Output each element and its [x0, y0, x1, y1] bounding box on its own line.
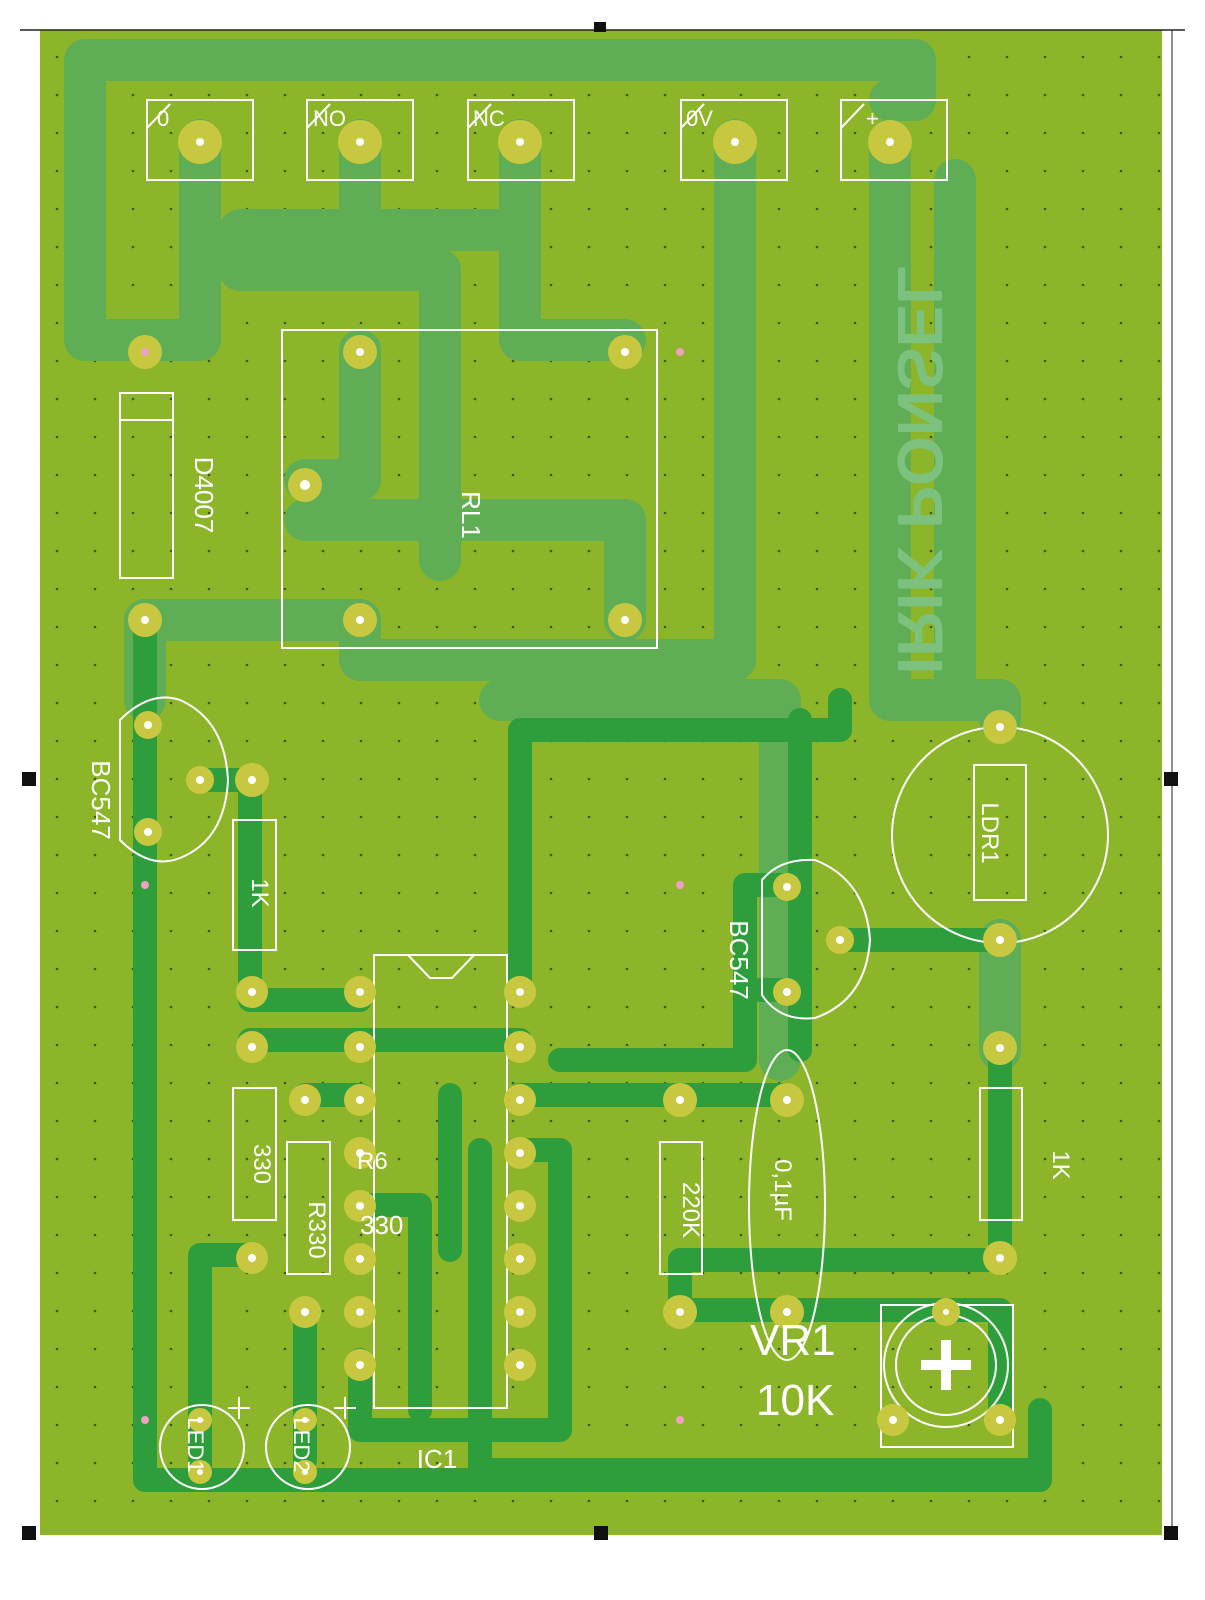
terminal-0[interactable]: 0 — [146, 99, 254, 181]
pot-value-label: 10K — [756, 1376, 834, 1425]
mirrored-copper-text: IRIK PONSEL — [884, 266, 956, 675]
terminal-no[interactable]: NO — [306, 99, 414, 181]
capacitor-01uf[interactable]: 0,1µF — [748, 1049, 826, 1361]
resistor-330-a[interactable]: 330 — [232, 1087, 277, 1221]
resistor-1k-left-label: 1K — [246, 878, 273, 907]
relay-label: RL1 — [456, 491, 486, 539]
led-1[interactable]: LED1 — [159, 1397, 250, 1490]
pot-ref-label: VR1 — [750, 1316, 836, 1365]
led-1-label: LED1 — [183, 1417, 208, 1472]
diode-d4007[interactable]: D4007 — [119, 335, 219, 637]
transistor-1-label: BC547 — [86, 760, 116, 840]
resistor-1k-right[interactable]: 1K — [979, 1031, 1074, 1275]
transistor-bc547-1[interactable]: BC547 — [86, 696, 269, 863]
resistor-r6[interactable]: R6 330 — [357, 1148, 403, 1240]
terminal-plus[interactable]: + — [840, 99, 948, 181]
resistor-r330[interactable]: R330 — [286, 1141, 331, 1275]
terminal-0v-label: 0V — [686, 106, 713, 131]
ic1-label: IC1 — [417, 1444, 457, 1474]
ic1-pins — [344, 976, 536, 1381]
transistor-2-label: BC547 — [724, 920, 754, 1000]
resistor-220k[interactable]: 220K — [659, 1083, 704, 1329]
terminal-block: 0 NO NC 0V + — [146, 99, 948, 181]
left-pads — [236, 976, 321, 1328]
traces-inner — [133, 608, 1052, 1492]
ldr1[interactable]: LDR1 — [891, 710, 1109, 957]
terminal-no-label: NO — [313, 106, 346, 131]
selection-handles — [22, 22, 1178, 1540]
terminal-plus-label: + — [866, 106, 879, 131]
terminal-0v[interactable]: 0V — [680, 99, 788, 181]
resistor-r330-label: R330 — [303, 1201, 330, 1258]
potentiometer-vr1[interactable]: VR1 10K — [750, 1298, 1016, 1448]
resistor-r6-value: 330 — [360, 1210, 403, 1240]
diode-label: D4007 — [189, 457, 219, 534]
resistor-1k-left[interactable]: 1K — [232, 819, 277, 951]
resistor-330-a-label: 330 — [248, 1144, 275, 1184]
resistor-r6-ref: R6 — [357, 1148, 388, 1175]
relay-rl1[interactable]: RL1 — [281, 329, 658, 649]
capacitor-label: 0,1µF — [769, 1159, 796, 1221]
terminal-nc-label: NC — [473, 106, 505, 131]
transistor-bc547-2[interactable]: BC547 — [724, 858, 872, 1020]
resistor-1k-right-label: 1K — [1047, 1150, 1074, 1179]
led-2[interactable]: LED2 — [265, 1397, 356, 1490]
terminal-nc[interactable]: NC — [467, 99, 575, 181]
ldr1-label: LDR1 — [976, 802, 1003, 863]
drill-markers — [141, 348, 684, 1424]
led-2-label: LED2 — [289, 1417, 314, 1472]
resistor-220k-label: 220K — [677, 1182, 704, 1238]
terminal-0-label: 0 — [157, 106, 169, 131]
ic1[interactable]: IC1 — [344, 954, 536, 1474]
